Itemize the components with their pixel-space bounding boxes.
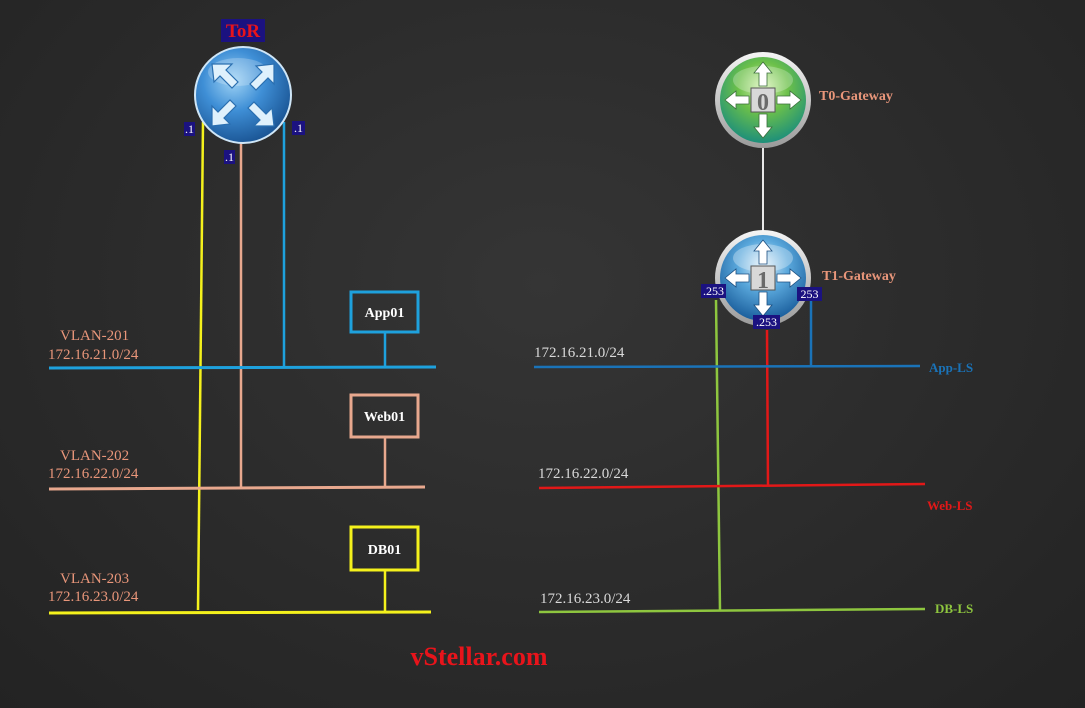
t1-glyph: 1 [757,268,769,294]
tor-port-201: .1 [294,121,303,135]
db01-label: DB01 [368,543,401,558]
t1-gateway-icon[interactable]: 1 [715,230,811,326]
db01-vm[interactable]: DB01 [349,525,420,572]
tor-port-202: .1 [225,150,234,164]
vlan201-segment [48,365,437,370]
web01-vm[interactable]: Web01 [349,393,420,439]
app01-vm[interactable]: App01 [349,290,420,334]
app-ls-subnet: 172.16.21.0/24 [534,345,625,361]
tor-port-203: .1 [185,122,194,136]
t1-gateway-label: T1-Gateway [822,269,896,284]
vlan202-name: VLAN-202 [60,448,129,464]
t1-link-web-ls [765,329,770,487]
app-ls-segment [533,364,921,369]
t1-port-web: .253 [756,315,777,329]
t1-link-db-ls [714,299,722,612]
web-ls-subnet: 172.16.22.0/24 [538,466,629,482]
vlan203-segment [48,610,432,615]
tor-link-vlan203 [196,121,205,611]
vlan203-subnet: 172.16.23.0/24 [48,589,139,605]
tor-port-201-bg [292,121,305,135]
t1-port-app-bg [797,287,822,301]
vlan201-subnet: 172.16.21.0/24 [48,347,139,363]
t0-glyph: 0 [757,90,769,116]
vlan202-subnet: 172.16.22.0/24 [48,466,139,482]
t1-port-db-bg [701,284,726,298]
vlan203-name: VLAN-203 [60,571,129,587]
db-ls-subnet: 172.16.23.0/24 [540,591,631,607]
t0-gateway-label: T0-Gateway [819,89,893,104]
tor-port-203-bg [184,122,195,136]
watermark: vStellar.com [411,642,548,671]
t1-port-app: 253 [801,287,819,301]
vlan202-segment [48,485,426,491]
vlan201-name: VLAN-201 [60,328,129,344]
web-ls-segment [538,482,926,490]
t1-port-web-bg [753,315,780,329]
router-icon[interactable] [194,46,292,144]
web01-label: Web01 [364,410,405,425]
db-ls-segment [538,607,926,614]
t0-gateway-icon[interactable]: 0 [715,52,811,148]
web-ls-name: Web-LS [927,498,973,513]
t1-port-db: .253 [703,284,724,298]
tor-port-202-bg [224,150,235,164]
tor-label-bg [221,19,265,42]
tor-label: ToR [226,21,260,42]
db-ls-name: DB-LS [935,601,973,616]
app-ls-name: App-LS [929,360,973,375]
app01-label: App01 [365,306,405,321]
